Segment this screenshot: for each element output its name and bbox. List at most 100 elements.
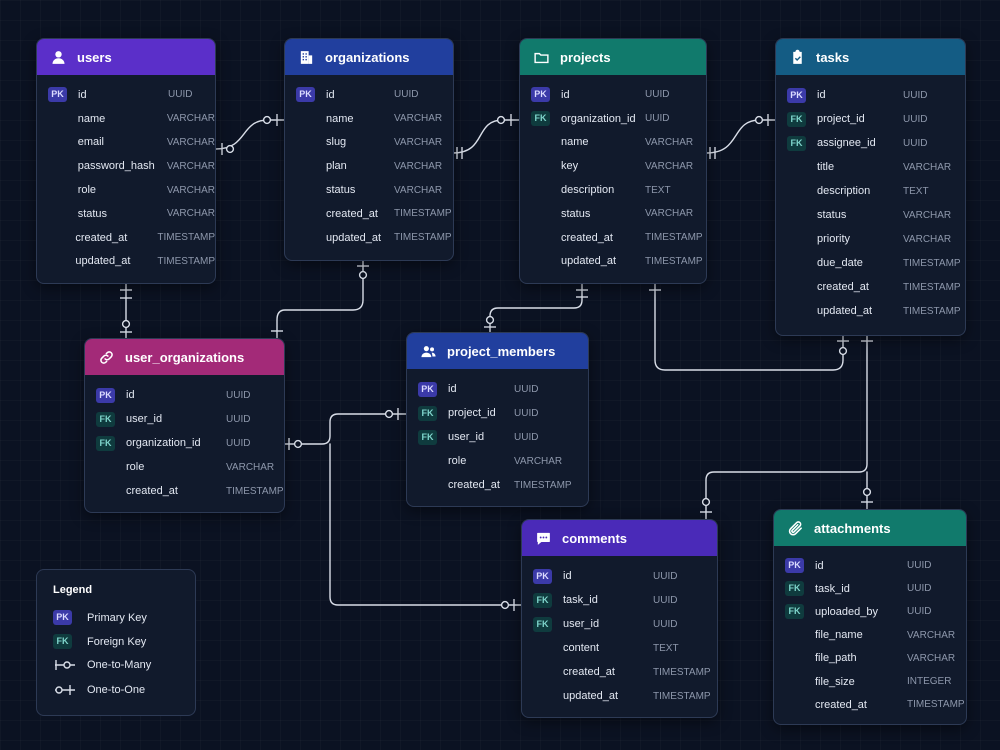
field-name: role — [126, 461, 145, 473]
field-name: user_id — [126, 413, 163, 425]
field-name: plan — [326, 160, 347, 173]
field-name: updated_at — [75, 255, 131, 268]
field-type: TIMESTAMP — [653, 666, 711, 678]
table-header-tasks[interactable]: tasks — [776, 39, 965, 75]
fk-badge: FK — [96, 435, 115, 451]
field-type: UUID — [645, 113, 670, 125]
key-cell: PK — [296, 87, 326, 103]
field-type: VARCHAR — [166, 160, 215, 172]
field-name: file_name — [815, 629, 863, 642]
table-header-attachments[interactable]: attachments — [774, 510, 966, 546]
field-name: slug — [326, 136, 347, 149]
field-name: id — [817, 89, 826, 101]
legend-primary-key: PK Primary Key — [53, 610, 147, 625]
field-row[interactable]: plan VARCHAR — [285, 154, 453, 178]
key-cell: PK — [96, 387, 126, 403]
key-cell: PK — [533, 568, 563, 584]
pk-badge: PK — [48, 87, 67, 103]
table-header-projects[interactable]: projects — [520, 39, 706, 75]
key-cell: PK — [531, 87, 561, 103]
table-header-user-organizations[interactable]: user_organizations — [85, 339, 284, 375]
field-name: name — [326, 112, 354, 125]
table-header-comments[interactable]: comments — [522, 520, 717, 556]
field-name: task_id — [563, 594, 598, 606]
field-name: id — [78, 88, 87, 101]
field-type: VARCHAR — [394, 160, 443, 172]
pk-badge: PK — [533, 568, 552, 584]
legend-foreign-key: FK Foreign Key — [53, 634, 146, 649]
table-header-project-members[interactable]: project_members — [407, 333, 588, 369]
field-type: VARCHAR — [166, 184, 215, 196]
key-cell: FK — [533, 616, 563, 632]
field-name: title — [817, 161, 835, 173]
field-type: VARCHAR — [903, 209, 952, 221]
table-header-organizations[interactable]: organizations — [285, 39, 453, 75]
table-header-users[interactable]: users — [37, 39, 215, 75]
field-type: UUID — [226, 413, 251, 425]
